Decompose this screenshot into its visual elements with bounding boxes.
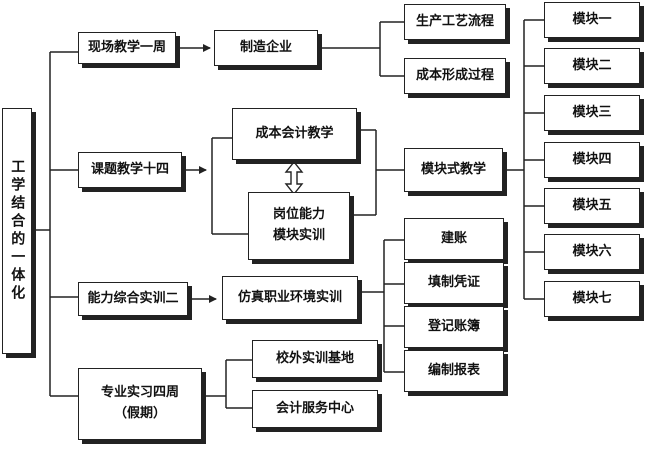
node-accounting-center: 会计服务中心 (252, 390, 378, 428)
node-field-teaching: 现场教学一周 (78, 32, 176, 64)
step-fill-voucher: 填制凭证 (404, 262, 504, 304)
module-2: 模块二 (544, 48, 640, 84)
module-1: 模块一 (544, 2, 640, 38)
module-5: 模块五 (544, 188, 640, 224)
module-7: 模块七 (544, 281, 640, 317)
module-4: 模块四 (544, 142, 640, 178)
node-skills-training: 能力综合实训二 (78, 282, 188, 316)
module-6: 模块六 (544, 234, 640, 270)
node-cost-accounting: 成本会计教学 (232, 108, 357, 160)
module-3: 模块三 (544, 95, 640, 131)
node-manufacturing: 制造企业 (214, 30, 318, 66)
double-arrow (284, 160, 304, 196)
node-project-teaching: 课题教学十四 (78, 152, 182, 188)
node-cost-formation: 成本形成过程 (404, 58, 506, 94)
node-production-flow: 生产工艺流程 (404, 4, 506, 40)
node-campus-base: 校外实训基地 (252, 340, 378, 378)
step-record-ledger: 登记账簿 (404, 306, 504, 348)
root-node: 工学结合的一体化 (2, 108, 32, 354)
node-simulation: 仿真职业环境实训 (222, 276, 358, 320)
node-modular-teaching: 模块式教学 (404, 148, 503, 192)
node-internship: 专业实习四周 （假期） (78, 368, 202, 440)
step-prepare-report: 编制报表 (404, 350, 504, 392)
step-open-account: 建账 (404, 218, 504, 260)
node-post-ability: 岗位能力 模块实训 (248, 192, 350, 260)
